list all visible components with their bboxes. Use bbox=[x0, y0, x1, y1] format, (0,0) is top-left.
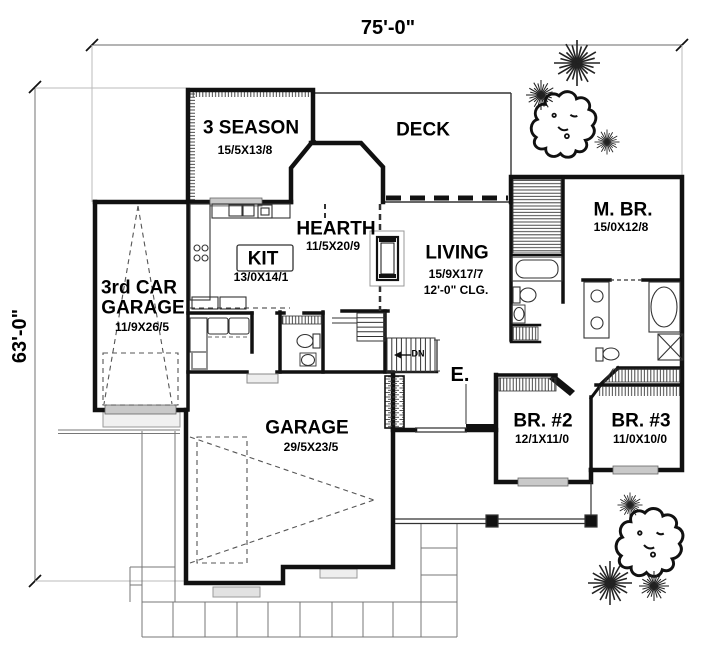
driveway bbox=[58, 411, 458, 638]
room-size-bedroom3: 11/0X10/0 bbox=[612, 432, 668, 446]
room-label-deck: DECK bbox=[396, 119, 450, 141]
stairs-down-label: DN bbox=[411, 348, 425, 359]
stairs-down-arrow bbox=[394, 351, 401, 359]
exterior-walls bbox=[92, 87, 685, 586]
entry-door bbox=[415, 384, 467, 433]
landscaping bbox=[525, 39, 685, 606]
powder-bath-fixtures bbox=[296, 333, 321, 367]
height-dimension-label: 63'-0" bbox=[9, 308, 31, 364]
room-size-third-car-garage: 11/9X26/5 bbox=[114, 320, 170, 334]
bush-icon bbox=[614, 507, 685, 578]
room-label-bedroom2: BR. #2 bbox=[513, 410, 573, 432]
master-bath-fixtures bbox=[583, 281, 684, 362]
garage-markings bbox=[102, 205, 375, 564]
porch bbox=[395, 482, 598, 528]
room-label-third-car-garage-line1: 3rd CAR bbox=[100, 277, 178, 299]
laundry-fixtures bbox=[189, 317, 279, 384]
deck-outline bbox=[313, 92, 512, 203]
stairs bbox=[332, 312, 440, 373]
kitchen-fixtures bbox=[189, 203, 294, 310]
tree-icon bbox=[553, 39, 601, 87]
entry-closet-wall bbox=[466, 424, 494, 432]
room-label-living: LIVING bbox=[425, 242, 489, 264]
screen-wall-hatching bbox=[189, 91, 311, 200]
closet-hatching bbox=[281, 179, 681, 396]
room-size-garage: 29/5X23/5 bbox=[283, 440, 339, 454]
room-size-hearth: 11/5X20/9 bbox=[305, 239, 361, 253]
tree-icon bbox=[594, 129, 620, 155]
room-ceiling-living: 12'-0" CLG. bbox=[423, 283, 489, 297]
tree-icon bbox=[617, 492, 643, 518]
room-size-living: 15/9X17/7 bbox=[428, 267, 484, 281]
room-label-master-bedroom: M. BR. bbox=[593, 199, 653, 221]
room-size-kitchen: 13/0X14/1 bbox=[233, 270, 289, 284]
dashed-openings bbox=[190, 204, 643, 311]
room-label-third-car-garage-line2: GARAGE bbox=[101, 297, 185, 319]
dimension-lines bbox=[28, 38, 689, 588]
room-label-kitchen: KIT bbox=[247, 248, 279, 270]
room-label-bedroom3: BR. #3 bbox=[611, 410, 671, 432]
room-size-master-bedroom: 15/0X12/8 bbox=[593, 220, 649, 234]
room-label-entry: E. bbox=[450, 364, 470, 386]
room-size-three-season: 15/5X13/8 bbox=[217, 143, 273, 157]
room-label-hearth: HEARTH bbox=[296, 218, 376, 240]
fireplace bbox=[369, 230, 405, 287]
hall-bath-fixtures bbox=[511, 256, 563, 324]
width-dimension-label: 75'-0" bbox=[360, 17, 416, 39]
room-size-bedroom2: 12/1X11/0 bbox=[514, 432, 570, 446]
windows bbox=[104, 197, 659, 487]
room-label-three-season: 3 SEASON bbox=[202, 117, 300, 139]
stone-wall bbox=[384, 375, 405, 429]
room-label-garage: GARAGE bbox=[265, 417, 349, 439]
